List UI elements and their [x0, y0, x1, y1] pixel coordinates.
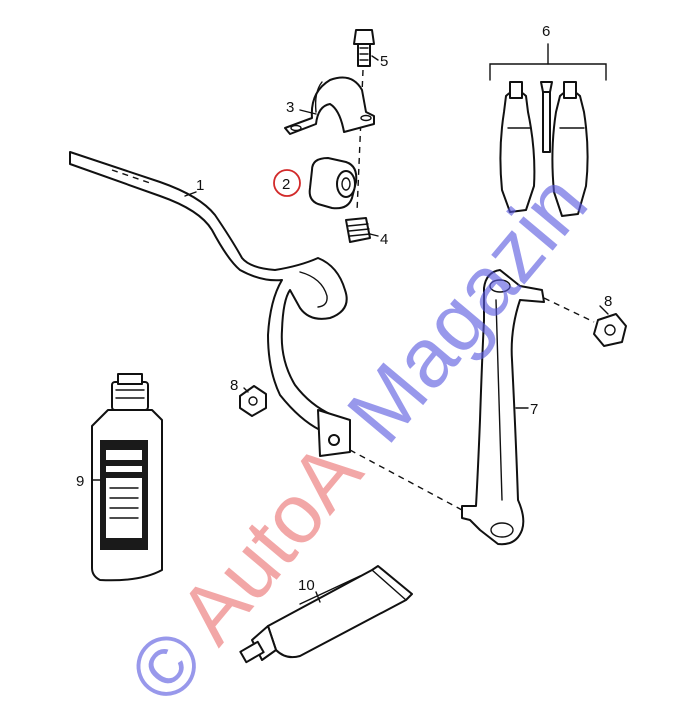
rubber-bushing [308, 157, 358, 210]
label-part-3: 3 [286, 99, 294, 116]
repair-kit [489, 43, 607, 217]
watermark-brand-blue: Magazin [329, 156, 605, 460]
grease-tube [239, 565, 413, 664]
bar-end-bracket [317, 409, 351, 457]
label-part-10: 10 [298, 577, 315, 594]
lock-nut [345, 217, 371, 243]
stabilizer-link [349, 269, 595, 546]
label-part-2: 2 [282, 176, 290, 193]
bolt [353, 29, 375, 213]
label-part-6: 6 [542, 23, 550, 40]
label-part-8-left: 8 [230, 377, 238, 394]
hex-nut-left [239, 385, 267, 417]
label-part-1: 1 [196, 177, 204, 194]
leader-lines [91, 55, 609, 603]
hex-nut-right [593, 313, 627, 347]
label-part-8-right: 8 [604, 293, 612, 310]
label-part-9: 9 [76, 473, 84, 490]
label-part-4: 4 [380, 231, 388, 248]
fluid-bottle [91, 373, 163, 582]
highlight-circle [273, 169, 301, 197]
label-part-5: 5 [380, 53, 388, 70]
stabilizer-bar [69, 151, 348, 453]
label-part-7: 7 [530, 401, 538, 418]
clamp-bracket [284, 76, 375, 135]
